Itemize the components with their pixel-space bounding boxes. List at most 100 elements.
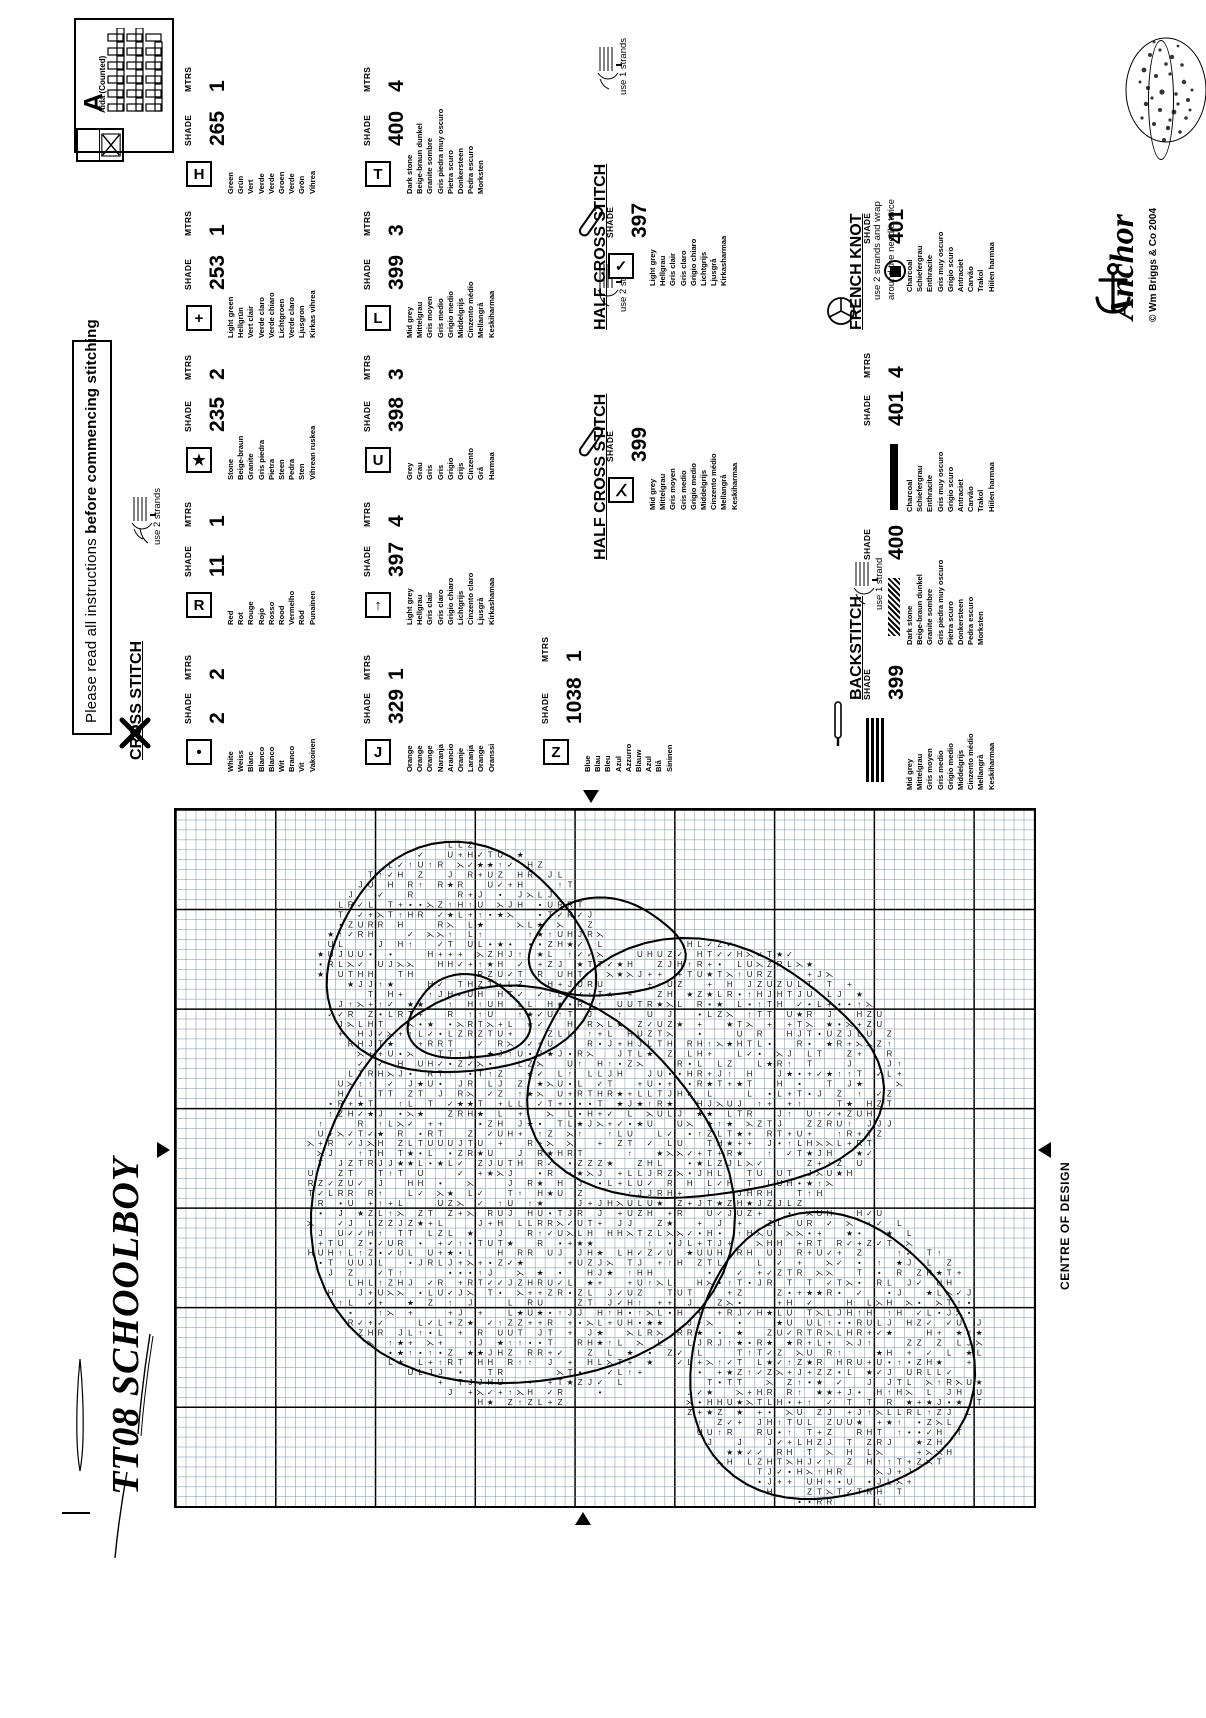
svg-text:✓: ✓ [437, 980, 444, 989]
svg-text:J: J [628, 1099, 632, 1108]
svg-text:★: ★ [846, 1229, 853, 1238]
svg-text:J: J [768, 1478, 772, 1487]
svg-text:U: U [428, 1080, 434, 1089]
svg-text:+: + [847, 1040, 852, 1049]
colour-name: Vermelho [287, 590, 297, 625]
svg-text:★: ★ [686, 1249, 693, 1258]
svg-text:★: ★ [706, 1408, 713, 1417]
svg-text:U: U [487, 880, 493, 889]
svg-text:⋋: ⋋ [786, 1408, 794, 1417]
svg-text:★: ★ [606, 1159, 613, 1168]
svg-text:R: R [837, 1468, 843, 1477]
svg-text:+: + [797, 1289, 802, 1298]
svg-text:★: ★ [327, 930, 334, 939]
svg-text:U: U [338, 1080, 344, 1089]
svg-text:⋋: ⋋ [466, 1289, 474, 1298]
svg-text:J: J [778, 1109, 782, 1118]
svg-text:T: T [807, 1448, 812, 1457]
svg-text:•: • [698, 1229, 701, 1238]
svg-text:H: H [487, 1358, 493, 1367]
svg-text:★: ★ [566, 1378, 573, 1387]
shade-header: SHADE [862, 668, 872, 700]
svg-text:+: + [548, 1348, 553, 1357]
svg-text:⋋: ⋋ [636, 1338, 644, 1347]
svg-text:⋋: ⋋ [935, 1298, 943, 1307]
svg-text:★: ★ [666, 1219, 673, 1228]
svg-text:•: • [788, 1209, 791, 1218]
svg-text:✓: ✓ [746, 1448, 753, 1457]
svg-text:★: ★ [497, 910, 504, 919]
svg-text:H: H [936, 1428, 942, 1437]
colour-name: Red [226, 610, 235, 625]
mtrs-value: 2 [206, 668, 229, 680]
svg-text:L: L [598, 940, 603, 949]
svg-text:★: ★ [656, 1318, 663, 1327]
svg-text:Z: Z [448, 1109, 453, 1118]
svg-text:H: H [527, 1209, 533, 1218]
svg-text:Z: Z [827, 1428, 832, 1437]
svg-text:✓: ✓ [477, 1189, 484, 1198]
svg-text:J: J [778, 1199, 782, 1208]
svg-text:★: ★ [487, 1169, 494, 1178]
svg-text:✓: ✓ [357, 910, 364, 919]
svg-text:H: H [517, 900, 523, 909]
svg-text:•: • [838, 1368, 841, 1377]
svg-text:H: H [837, 1358, 843, 1367]
svg-text:★: ★ [886, 1229, 893, 1238]
svg-text:•: • [619, 1060, 622, 1069]
colour-name: Harmaa [486, 452, 496, 480]
svg-text:L: L [638, 1050, 643, 1059]
svg-text:Z: Z [468, 841, 473, 850]
svg-text:↑: ↑ [698, 1129, 702, 1138]
svg-text:H: H [338, 1089, 344, 1098]
svg-text:Z: Z [917, 1338, 922, 1347]
svg-text:H: H [707, 1169, 713, 1178]
svg-text:U: U [627, 1289, 633, 1298]
colour-name: Hellgrün [236, 307, 246, 338]
svg-text:U: U [418, 861, 424, 870]
svg-text:+: + [727, 1080, 732, 1089]
svg-text:•: • [838, 1478, 841, 1487]
svg-text:L: L [718, 1259, 723, 1268]
svg-text:↑: ↑ [808, 1189, 812, 1198]
svg-text:L: L [458, 910, 463, 919]
svg-text:Z: Z [428, 1298, 433, 1307]
svg-text:U: U [966, 1378, 972, 1387]
svg-text:Z: Z [488, 950, 493, 959]
svg-text:✓: ✓ [916, 1279, 923, 1288]
instruction-text-bold: before commencing stitching [83, 319, 100, 534]
svg-text:L: L [568, 1109, 573, 1118]
thread-decoration-icon [137, 1333, 154, 1437]
colour-name: Dark stone [905, 605, 914, 645]
svg-text:•: • [569, 1289, 572, 1298]
svg-text:★: ★ [696, 1109, 703, 1118]
svg-text:H: H [866, 1099, 872, 1108]
svg-text:✓: ✓ [437, 940, 444, 949]
svg-text:T: T [757, 1010, 762, 1019]
colour-name: Gris moyen [425, 296, 435, 338]
svg-text:T: T [398, 1169, 403, 1178]
svg-text:★: ★ [806, 1358, 813, 1367]
svg-text:★: ★ [936, 1269, 943, 1278]
svg-text:L: L [598, 1070, 603, 1079]
svg-text:↑: ↑ [478, 930, 482, 939]
svg-text:J: J [339, 1159, 343, 1168]
svg-text:+: + [458, 950, 463, 959]
colour-names: Dark stone Beige-braun dunkel Granite so… [905, 560, 987, 645]
svg-text:✓: ✓ [477, 1040, 484, 1049]
svg-text:★: ★ [417, 1219, 424, 1228]
svg-text:L: L [698, 1348, 703, 1357]
svg-text:H: H [308, 1249, 314, 1258]
svg-text:T: T [448, 1040, 453, 1049]
svg-text:✓: ✓ [557, 1279, 564, 1288]
svg-text:T: T [428, 1209, 433, 1218]
colour-name: Grigio chiaro [688, 238, 698, 286]
svg-text:L: L [368, 900, 373, 909]
svg-text:J: J [947, 1388, 951, 1397]
svg-text:H: H [497, 1249, 503, 1258]
svg-text:J: J [498, 1229, 502, 1238]
svg-text:⋋: ⋋ [656, 1328, 664, 1337]
svg-text:U: U [497, 1328, 503, 1337]
